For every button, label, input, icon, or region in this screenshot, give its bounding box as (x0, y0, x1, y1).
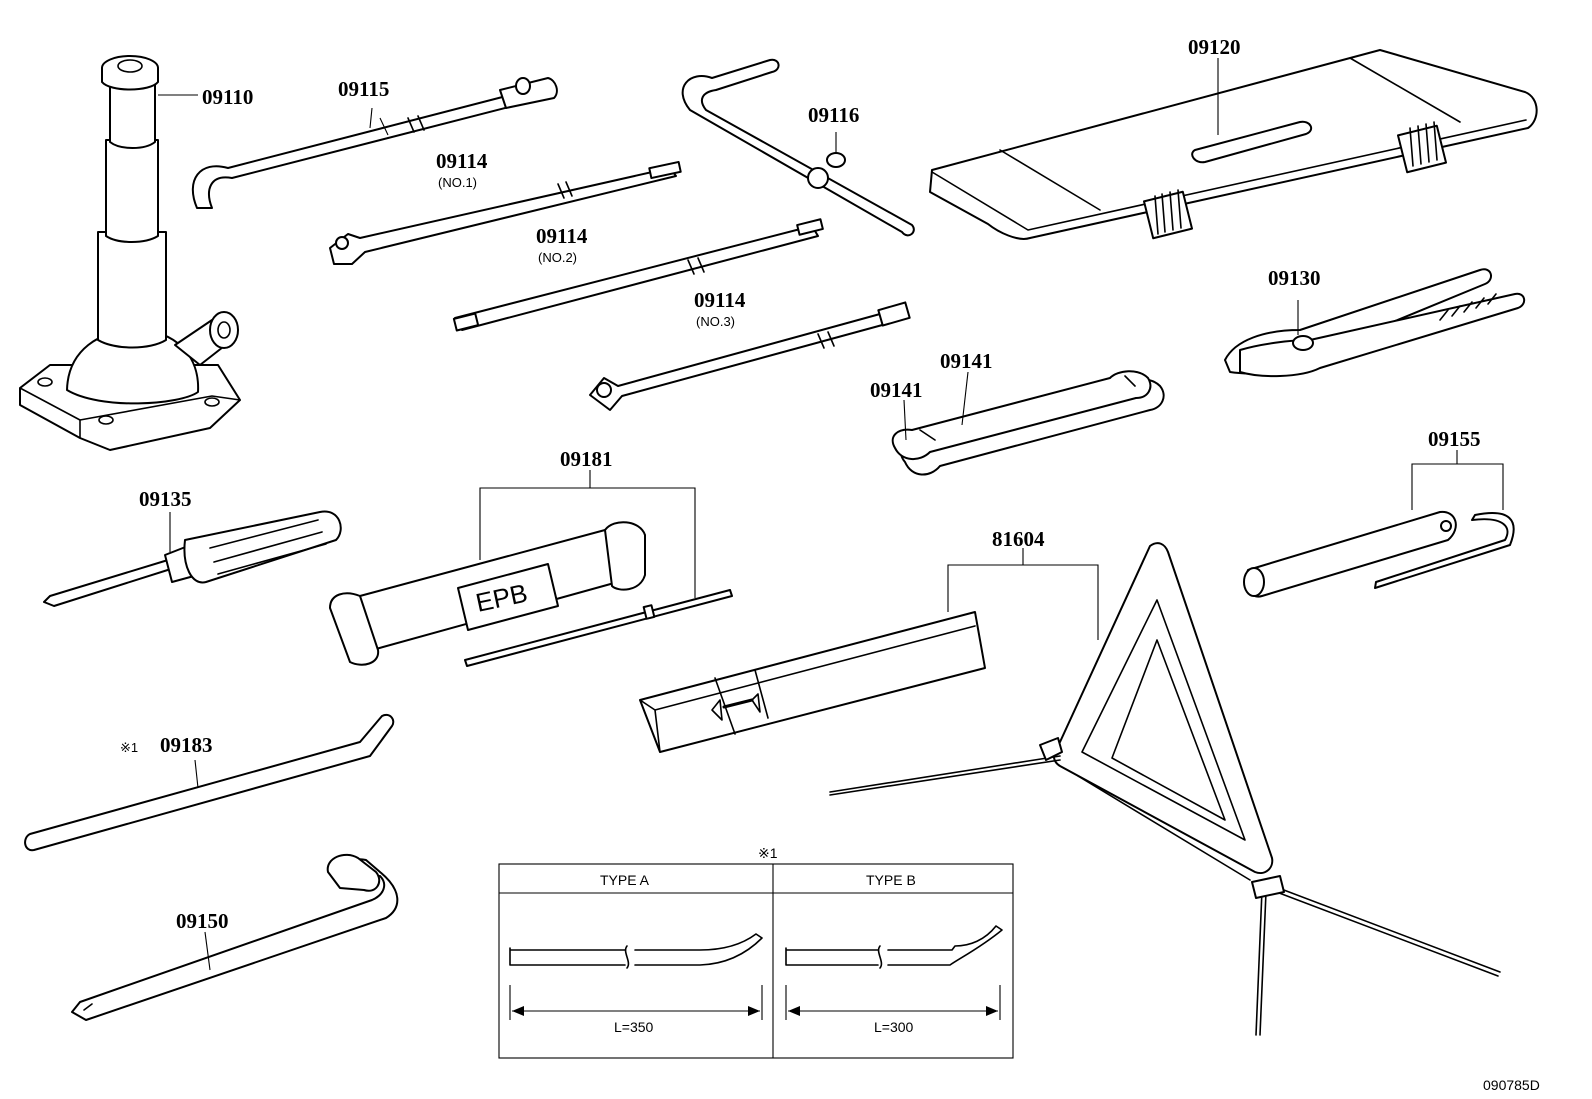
wheel-nut-wrench-extension-no2-illustration (452, 218, 824, 332)
part-number-09114-no3: 09114 (694, 288, 746, 312)
type-comparison-table (498, 863, 1014, 1059)
part-number-09130: 09130 (1268, 266, 1321, 290)
part-number-09116: 09116 (808, 103, 859, 127)
jack-handle-rod-illustration (191, 77, 558, 209)
warning-triangle-illustration (829, 542, 1501, 1036)
part-number-09114-no1: 09114 (436, 149, 488, 173)
part-sub-no2: (NO.2) (538, 250, 577, 265)
part-number-09114-no2: 09114 (536, 224, 588, 248)
wheel-nut-wrench-extension-no3-illustration (589, 301, 911, 411)
part-sub-no3: (NO.3) (696, 314, 735, 329)
type-b-header: TYPE B (866, 872, 916, 888)
type-a-header: TYPE A (600, 872, 650, 888)
warning-triangle-case-illustration (639, 548, 1099, 753)
part-number-09115: 09115 (338, 77, 389, 101)
pliers-illustration (1224, 268, 1526, 378)
part-number-09120: 09120 (1188, 35, 1241, 59)
part-number-09150: 09150 (176, 909, 229, 933)
part-number-09141-upper: 09141 (940, 349, 993, 373)
type-b-length: L=300 (874, 1019, 914, 1035)
part-number-09155: 09155 (1428, 427, 1481, 451)
tool-case-illustration (929, 49, 1538, 240)
wheel-nut-wrench-extension-no1-illustration (329, 160, 682, 265)
epb-release-tool-illustration (329, 470, 733, 667)
screwdriver-illustration (43, 510, 342, 607)
bar-type-tool-illustration (24, 714, 395, 852)
jack-handle-illustration (681, 58, 915, 237)
drawing-code: 090785D (1483, 1077, 1540, 1093)
part-sub-no1: (NO.1) (438, 175, 477, 190)
table-mark: ※1 (758, 845, 778, 861)
part-number-09181: 09181 (560, 447, 613, 471)
part-number-09135: 09135 (139, 487, 192, 511)
jack-illustration (19, 55, 241, 451)
type-a-length: L=350 (614, 1019, 654, 1035)
wheel-nut-wrench-illustration (71, 853, 399, 1021)
part-number-09183: 09183 (160, 733, 213, 757)
part-number-81604: 81604 (992, 527, 1045, 551)
part-number-09141-lower: 09141 (870, 378, 923, 402)
spark-plug-wrench-illustration (1243, 450, 1515, 598)
part-number-09110: 09110 (202, 85, 253, 109)
open-end-wrench-illustration (891, 370, 1165, 476)
part-mark-09183: ※1 (120, 740, 138, 755)
